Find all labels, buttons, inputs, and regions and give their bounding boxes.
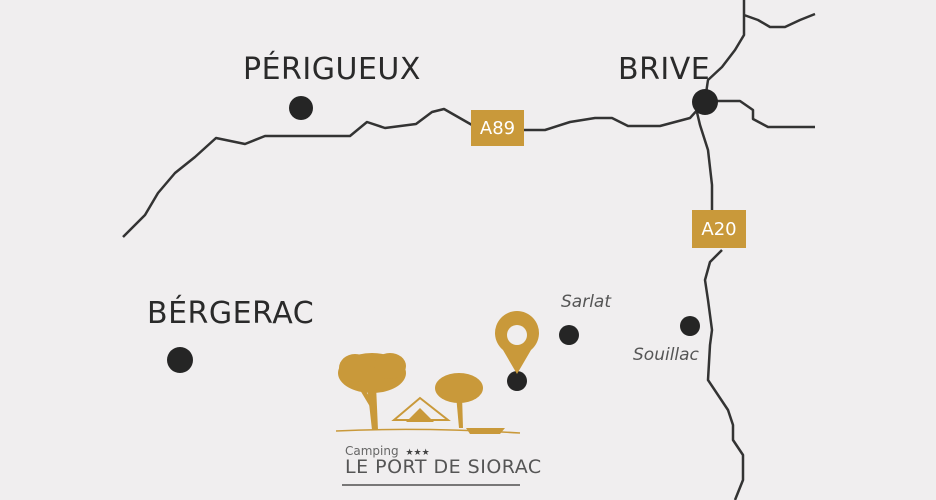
- location-pin-icon: [495, 311, 539, 374]
- dot-perigueux: [289, 96, 313, 120]
- dot-brive: [692, 89, 718, 115]
- town-label-souillac: Souillac: [633, 345, 699, 365]
- city-label-brive: BRIVE: [618, 52, 711, 87]
- logo-name: LE PORT DE SIORAC: [345, 456, 542, 478]
- campsite-logo-icon: [335, 353, 521, 434]
- logo-camping-label: Camping ★★★: [345, 444, 430, 458]
- road-badge-a89: A89: [471, 110, 524, 146]
- road-north: [703, 0, 816, 101]
- logo-camping-text: Camping: [345, 444, 399, 458]
- dot-bergerac: [167, 347, 193, 373]
- road-badge-a20: A20: [692, 210, 746, 248]
- logo-stars: ★★★: [405, 448, 430, 458]
- road-a89: [122, 106, 701, 238]
- town-label-sarlat: Sarlat: [561, 292, 612, 312]
- road-east: [705, 99, 815, 129]
- dot-sarlat: [559, 325, 579, 345]
- logo-underline: [342, 484, 520, 486]
- dot-souillac: [680, 316, 700, 336]
- city-label-bergerac: BÉRGERAC: [147, 296, 315, 331]
- city-label-perigueux: PÉRIGUEUX: [243, 52, 421, 87]
- road-a20: [693, 103, 745, 500]
- dot-siorac: [507, 371, 527, 391]
